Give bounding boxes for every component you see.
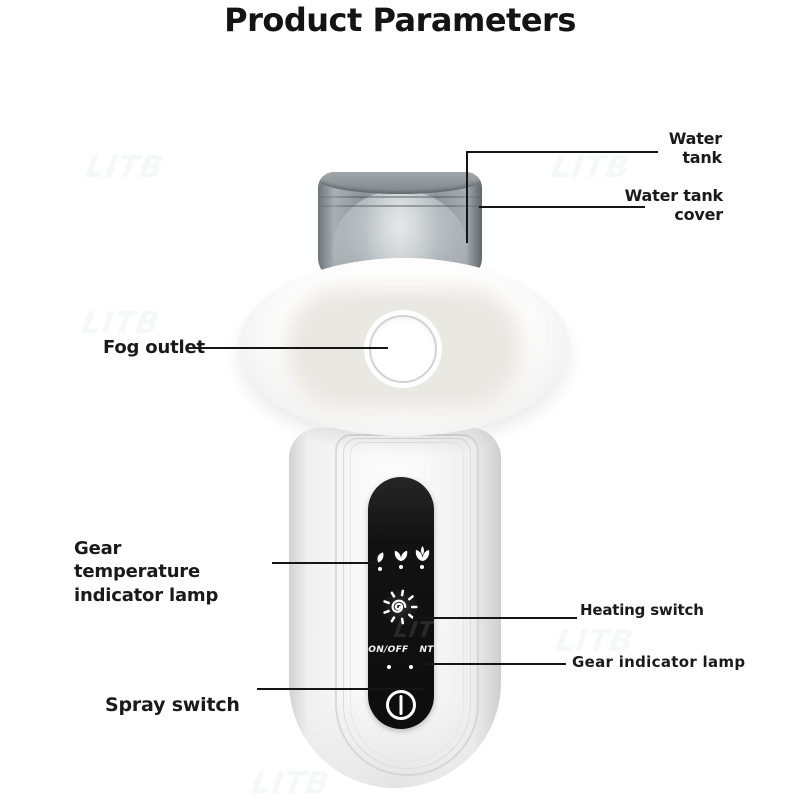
water-tank-cover-thread [320,205,480,207]
one-leaf-icon [376,552,383,563]
gear-lamp-level-2 [391,548,411,569]
fog-outlet-hole [369,315,437,383]
control-panel: ON/OFF NT [368,477,434,729]
water-tank-cover-thread [320,196,480,198]
watermark: LITB [392,618,454,643]
gear-lamp-level-3 [412,546,432,569]
watermark: LITB [549,150,633,185]
watermark: LITB [79,306,163,341]
label-fog-outlet: Fog outlet [103,337,205,358]
body-ridge-ring [350,442,464,762]
page-title: Product Parameters [224,1,576,39]
watermark: LITB [249,766,333,800]
gear-indicator-dot [399,565,403,569]
on-off-label: ON/OFF [368,645,409,655]
label-gear-temperature-indicator-lamp: Gear temperature indicator lamp [74,538,219,606]
label-heating-switch: Heating switch [580,601,704,619]
heating-switch-area [381,588,419,626]
label-spray-switch: Spray switch [105,694,240,716]
gear-indicator-dot [420,565,424,569]
label-water-tank-cover: Water tank cover [624,186,724,225]
nt-label: NT [419,645,434,655]
water-tank-cover-cap [318,172,482,194]
watermark: LITB [83,150,167,185]
body-ridge-ring [343,438,471,769]
water-tank [318,172,482,280]
label-gear-indicator-lamp: Gear indicator lamp [572,653,746,671]
gear-lamp-level-1 [370,550,390,571]
panel-text-row: ON/OFF NT [368,645,434,655]
power-icon [386,690,416,720]
label-water-tank: Water tank [668,129,722,168]
two-leaf-icon [394,550,408,562]
sun-spiral-icon [383,589,418,625]
three-leaf-icon [415,546,429,561]
gear-indicator-dot [378,567,382,571]
spray-power-button [383,687,419,723]
on-off-indicator-dot [387,665,391,669]
nt-indicator-dot [409,665,413,669]
